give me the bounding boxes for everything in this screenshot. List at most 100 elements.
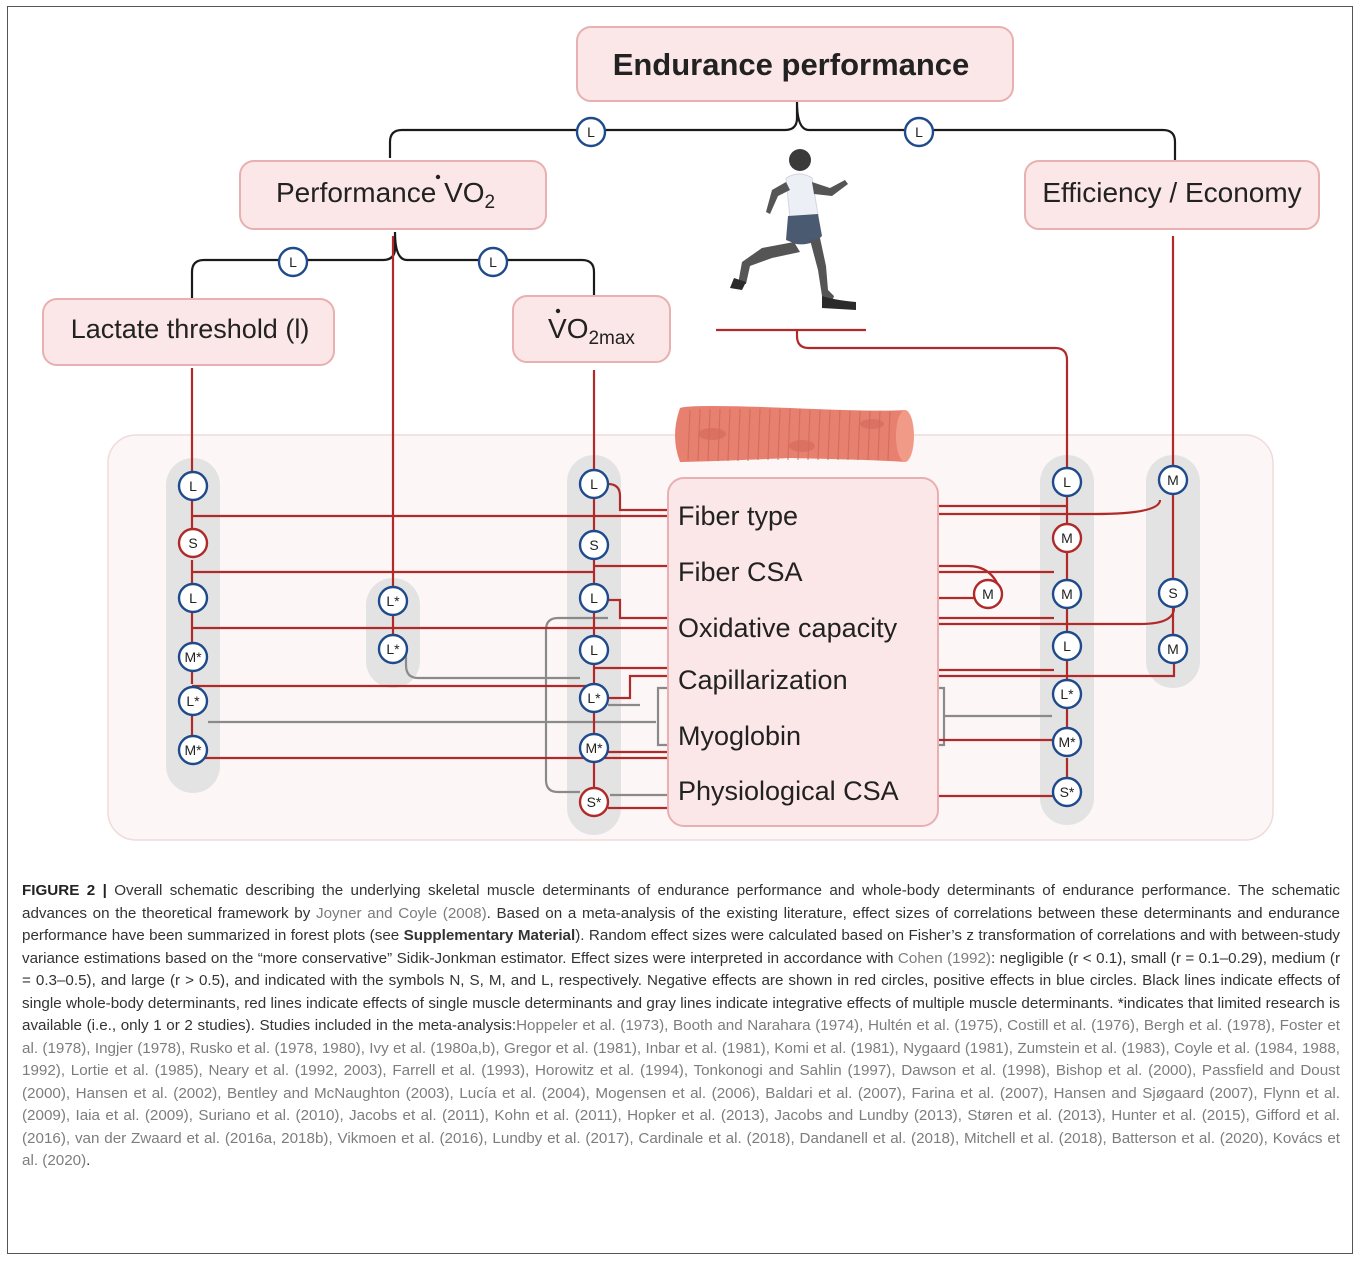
effect-size-label: L*: [587, 690, 601, 706]
effect-size-label: M: [1061, 586, 1073, 602]
effect-circle-ring: [578, 786, 610, 818]
ref-joyner-coyle[interactable]: Joyner and Coyle (2008): [316, 904, 487, 922]
effect-size-label: M: [982, 586, 994, 602]
effect-circle-ring: [578, 682, 610, 714]
effect-circle: L: [477, 246, 509, 278]
effect-size-label: S: [1168, 585, 1177, 601]
effect-circle: M: [1157, 464, 1189, 496]
effect-circle: L: [1051, 630, 1083, 662]
gray-lines: [208, 616, 1052, 797]
effect-circle: M: [1157, 633, 1189, 665]
effect-circle-ring: [578, 529, 610, 561]
effect-circle: L: [903, 116, 935, 148]
determinant-capillarization: Capillarization: [678, 665, 848, 695]
effect-circle: S: [177, 527, 209, 559]
effect-circle: M*: [177, 734, 209, 766]
figure-caption: FIGURE 2 | Overall schematic describing …: [22, 880, 1340, 1173]
vo2-dot: [435, 174, 441, 180]
effect-circle: L: [277, 246, 309, 278]
box-lactate-threshold: Lactate threshold (l): [42, 298, 335, 366]
red-lines: [190, 236, 1176, 810]
effect-size-label: L: [289, 254, 297, 270]
box-endurance-performance: Endurance performance: [576, 26, 1014, 102]
effect-circle-ring: [1051, 522, 1083, 554]
effect-circle-ring: [477, 246, 509, 278]
effect-size-label: S*: [587, 794, 602, 810]
effect-size-label: L*: [1060, 686, 1074, 702]
box-efficiency-economy: Efficiency / Economy: [1024, 160, 1320, 230]
effect-circle-ring: [1051, 466, 1083, 498]
effect-size-label: L*: [386, 593, 400, 609]
effect-circle: M*: [177, 641, 209, 673]
effect-circle: L: [1051, 466, 1083, 498]
effect-circle-ring: [1157, 633, 1189, 665]
effect-circle-ring: [177, 685, 209, 717]
lactate-threshold-label: Lactate threshold (l): [71, 314, 310, 344]
effect-circle: L: [177, 582, 209, 614]
effect-circle: L: [578, 634, 610, 666]
effect-circle-ring: [1157, 464, 1189, 496]
effect-size-label: L*: [386, 641, 400, 657]
effect-circle-ring: [578, 582, 610, 614]
caption-text-1: Overall schematic describing the underly…: [22, 882, 1340, 922]
effect-size-label: M: [1167, 472, 1179, 488]
box-vo2max: VO2max: [512, 295, 671, 363]
effect-circle: L: [578, 468, 610, 500]
effect-circle-ring: [1051, 678, 1083, 710]
effect-size-label: M*: [1058, 734, 1076, 750]
effect-circle-ring: [578, 634, 610, 666]
caption-text-4: : negligible (r < 0.1), small (r = 0.1–0…: [22, 949, 1341, 1035]
effect-size-label: L: [590, 590, 598, 606]
effect-circle: L*: [377, 633, 409, 665]
runner-icon: [730, 149, 856, 310]
effect-size-label: S*: [1060, 784, 1075, 800]
effect-circle-ring: [1051, 776, 1083, 808]
effect-size-label: M*: [585, 740, 603, 756]
efficiency-economy-label: Efficiency / Economy: [1042, 177, 1301, 208]
effect-circle: L*: [377, 585, 409, 617]
effect-circle-ring: [377, 585, 409, 617]
effect-size-label: M: [1167, 641, 1179, 657]
box-muscle-determinants: Fiber type Fiber CSA Oxidative capacity …: [667, 477, 939, 827]
effect-circle: L*: [177, 685, 209, 717]
effect-circle: S: [578, 529, 610, 561]
effect-size-label: L: [1063, 638, 1071, 654]
effect-circle-ring: [578, 732, 610, 764]
effect-circle: L: [578, 582, 610, 614]
endurance-performance-label: Endurance performance: [613, 47, 970, 82]
effect-circle-ring: [377, 633, 409, 665]
effect-size-label: L: [590, 476, 598, 492]
caption-text-2: . Based on a meta-analysis of the existi…: [22, 904, 1340, 945]
effect-circle: L*: [1051, 678, 1083, 710]
supplementary-material-link[interactable]: Supplementary Material: [403, 927, 576, 944]
effect-circle-ring: [903, 116, 935, 148]
effect-circle-ring: [972, 578, 1004, 610]
effect-circle: M*: [1051, 726, 1083, 758]
figure-label: FIGURE 2 |: [22, 882, 107, 899]
ref-cohen[interactable]: Cohen (1992): [897, 949, 991, 967]
effect-circle-ring: [1051, 630, 1083, 662]
determinant-fiber-csa: Fiber CSA: [678, 557, 803, 587]
effect-size-label: S: [188, 535, 197, 551]
effect-size-label: M*: [184, 742, 202, 758]
effect-circle-ring: [575, 116, 607, 148]
performance-vo2-label: Performance VO2: [276, 177, 495, 213]
effect-size-label: S: [589, 537, 598, 553]
studies-references[interactable]: Hoppeler et al. (1973), Booth and Naraha…: [22, 1017, 1340, 1169]
determinant-oxidative-capacity: Oxidative capacity: [678, 613, 898, 643]
effect-circle: M*: [578, 732, 610, 764]
vo2max-label: VO2max: [548, 313, 635, 349]
effect-size-label: M*: [184, 649, 202, 665]
effect-circle-ring: [1157, 577, 1189, 609]
caption-text-3: ). Random effect sizes were calculated b…: [22, 927, 1340, 967]
effect-circle: L: [177, 470, 209, 502]
black-lines: [190, 101, 1177, 300]
effect-circle-ring: [578, 468, 610, 500]
vo2max-dot: [555, 308, 561, 314]
effect-circle-ring: [1051, 578, 1083, 610]
effect-circle-ring: [277, 246, 309, 278]
effect-circle-ring: [1051, 726, 1083, 758]
muscle-fiber-icon: [675, 406, 914, 462]
box-performance-vo2: Performance VO2: [239, 160, 547, 230]
